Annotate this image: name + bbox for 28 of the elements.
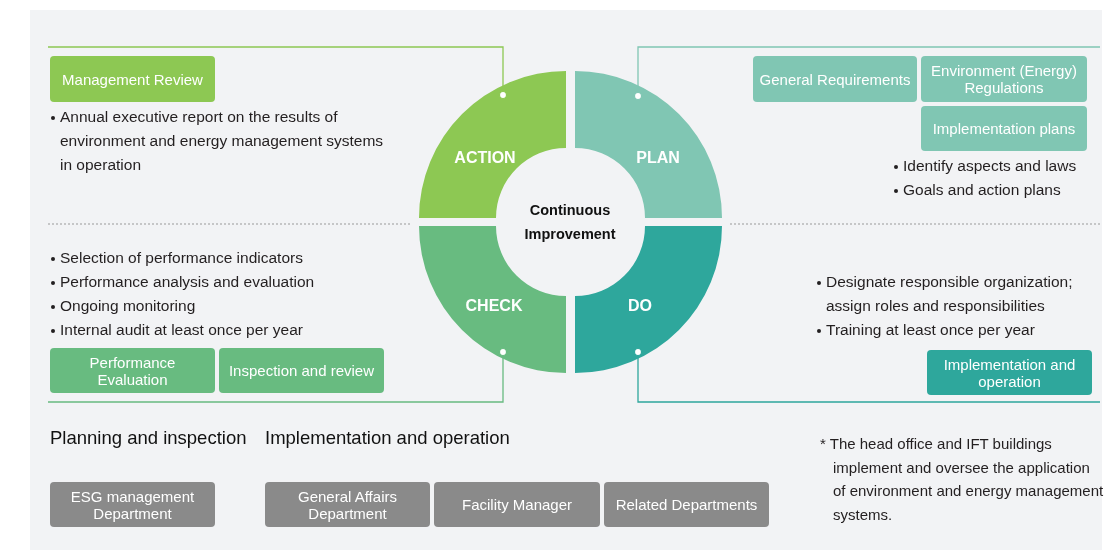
- bullet-text: Performance analysis and evaluation: [60, 272, 316, 292]
- bullet-text: Designate responsible organization; assign roles and responsibilities: [826, 272, 1074, 316]
- segment-label: PLAN: [636, 149, 680, 167]
- category-tag: General Requirements: [753, 56, 917, 102]
- category-tag: Implementation and operation: [927, 350, 1092, 395]
- bullet-text: Training at least once per year: [826, 320, 1036, 340]
- footnote: * The head office and IFT buildings implement and oversee the application of environment and energy management systems.: [820, 434, 1105, 525]
- category-tag: General Affairs Department: [265, 482, 430, 527]
- bullet-text: Ongoing monitoring: [60, 296, 197, 316]
- category-tag: Inspection and review: [219, 348, 384, 393]
- category-tag: Related Departments: [604, 482, 769, 527]
- bullet-text: Internal audit at least once per year: [60, 320, 304, 340]
- center-label: Continuous Improvement: [523, 201, 617, 244]
- category-tag: Facility Manager: [434, 482, 600, 527]
- category-tag: ESG management Department: [50, 482, 215, 527]
- bullet-text: Goals and action plans: [903, 180, 1062, 200]
- category-tag: Environment (Energy) Regulations: [921, 56, 1087, 102]
- bullet-text: Identify aspects and laws: [903, 156, 1078, 176]
- category-tag: Implementation plans: [921, 106, 1087, 151]
- category-tag: Management Review: [50, 56, 215, 102]
- bullet-text: Selection of performance indicators: [60, 248, 304, 268]
- group-heading: Planning and inspection: [50, 426, 248, 450]
- segment-label: ACTION: [454, 149, 516, 167]
- group-heading: Implementation and operation: [265, 426, 511, 450]
- bullet-text: Annual executive report on the results of environment and energy management systems in operation: [60, 107, 385, 175]
- segment-label: DO: [628, 297, 652, 315]
- category-tag: Performance Evaluation: [50, 348, 215, 393]
- segment-label: CHECK: [465, 297, 523, 315]
